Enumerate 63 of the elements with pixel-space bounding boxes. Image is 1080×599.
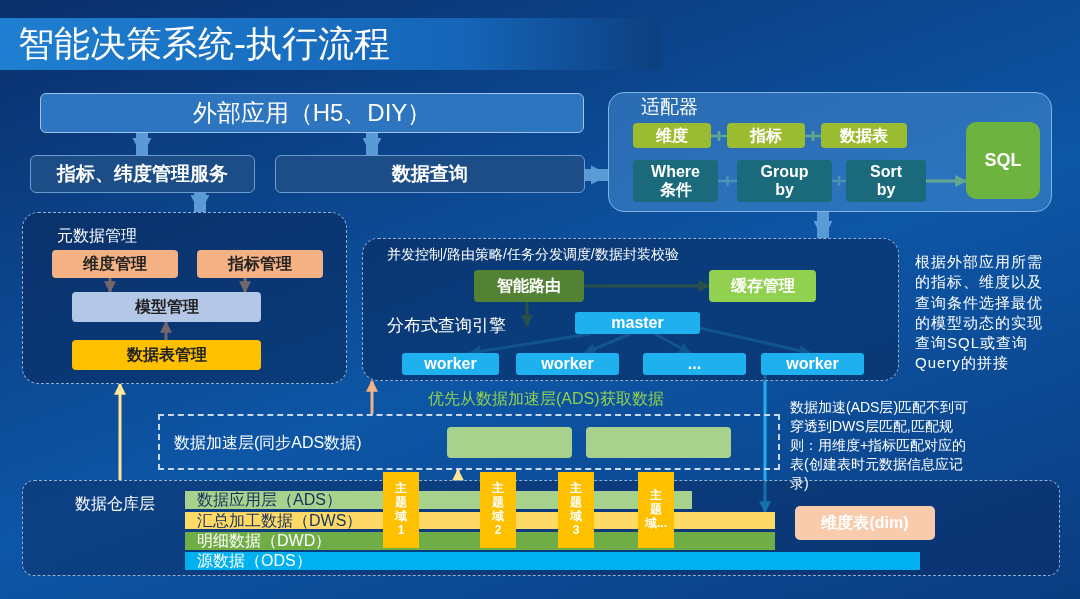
process-box: 指标管理 bbox=[197, 250, 323, 278]
process-box: 数据查询 bbox=[275, 155, 585, 193]
process-box: worker bbox=[516, 353, 619, 375]
process-box: ... bbox=[643, 353, 746, 375]
panel-title: 数据仓库层 bbox=[75, 495, 155, 513]
panel-title: 元数据管理 bbox=[57, 227, 137, 245]
group-panel bbox=[608, 92, 1052, 212]
process-box: 智能路由 bbox=[474, 270, 584, 302]
process-box: 外部应用（H5、DIY） bbox=[40, 93, 584, 133]
arrow bbox=[239, 278, 251, 294]
process-box: 模型管理 bbox=[72, 292, 261, 322]
arrow bbox=[362, 133, 382, 157]
layer-bar: 源数据（ODS） bbox=[185, 552, 920, 570]
arrow bbox=[452, 468, 464, 481]
process-box: worker bbox=[761, 353, 864, 375]
tag-box: Where 条件 bbox=[633, 160, 718, 202]
panel-title: 数据加速层(同步ADS数据) bbox=[174, 434, 362, 452]
note-text: 根据外部应用所需的指标、维度以及查询条件选择最优的模型动态的实现查询SQL或查询Query的拼接 bbox=[915, 252, 1044, 374]
arrow bbox=[521, 302, 533, 328]
panel-title: 适配器 bbox=[641, 97, 698, 118]
arrow bbox=[583, 332, 631, 355]
output-box: SQL bbox=[966, 122, 1040, 199]
process-box bbox=[447, 427, 572, 458]
panel-title: 并发控制/路由策略/任务分发调度/数据封装校验 bbox=[387, 247, 679, 263]
plus-connector bbox=[830, 174, 848, 188]
process-box: 维度表(dim) bbox=[795, 506, 935, 540]
arrow bbox=[132, 133, 152, 157]
subject-column: 主题域1 bbox=[383, 472, 419, 548]
arrow bbox=[759, 375, 771, 514]
arrow bbox=[366, 379, 378, 414]
tag-box: 数据表 bbox=[821, 123, 907, 148]
arrow bbox=[160, 320, 172, 340]
arrow bbox=[585, 165, 610, 185]
process-box: worker bbox=[402, 353, 499, 375]
tag-box: 指标 bbox=[727, 123, 805, 148]
tag-box: 维度 bbox=[633, 123, 711, 148]
group-panel bbox=[362, 238, 899, 381]
subject-column: 主题域3 bbox=[558, 472, 594, 548]
arrow bbox=[104, 278, 116, 294]
process-box: 维度管理 bbox=[52, 250, 178, 278]
arrow bbox=[926, 175, 968, 187]
subject-column: 主题域2 bbox=[480, 472, 516, 548]
arrow bbox=[190, 193, 210, 214]
process-box: master bbox=[575, 312, 700, 334]
arrow bbox=[654, 332, 692, 355]
process-box: 缓存管理 bbox=[709, 270, 816, 302]
arrow bbox=[114, 382, 126, 480]
process-box: 指标、纬度管理服务 bbox=[30, 155, 255, 193]
tag-box: Group by bbox=[737, 160, 832, 202]
plus-connector bbox=[803, 129, 823, 143]
arrow bbox=[813, 212, 833, 240]
arrow bbox=[584, 280, 711, 292]
process-box bbox=[586, 427, 731, 458]
process-box: 数据表管理 bbox=[72, 340, 261, 370]
panel-subtitle: 分布式查询引擎 bbox=[387, 317, 506, 336]
subject-column: 主题域... bbox=[638, 472, 674, 548]
diagram-title: 智能决策系统-执行流程 bbox=[0, 18, 660, 70]
plus-connector bbox=[709, 129, 729, 143]
panel-subtitle: 优先从数据加速层(ADS)获取数据 bbox=[428, 390, 664, 408]
tag-box: Sort by bbox=[846, 160, 926, 202]
group-panel bbox=[22, 212, 347, 384]
plus-connector bbox=[716, 174, 739, 188]
note-text: 数据加速(ADS层)匹配不到可穿透到DWS层匹配,匹配规则：用维度+指标匹配对应的表(创建表时元数据信息应记录) bbox=[790, 398, 970, 493]
